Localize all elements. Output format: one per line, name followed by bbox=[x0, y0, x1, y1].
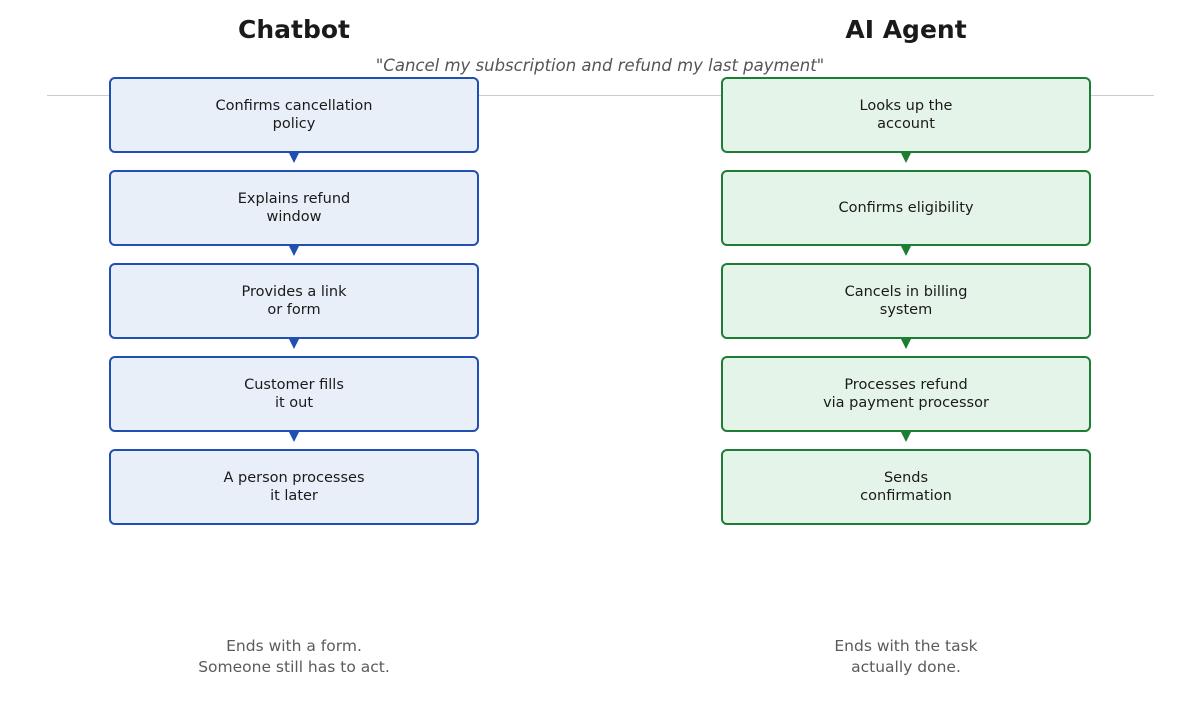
chatbot-step: Explains refund window bbox=[109, 170, 479, 246]
chatbot-title: Chatbot bbox=[238, 15, 350, 44]
down-arrow-icon bbox=[901, 153, 911, 163]
chatbot-step: A person processes it later bbox=[109, 449, 479, 525]
chatbot-outcome: Ends with a form. Someone still has to a… bbox=[198, 637, 390, 676]
agent-step: Processes refund via payment processor bbox=[721, 356, 1091, 432]
divider-line bbox=[47, 95, 1154, 96]
down-arrow-icon bbox=[901, 246, 911, 256]
user-request-prompt: "Cancel my subscription and refund my la… bbox=[375, 56, 825, 75]
down-arrow-icon bbox=[901, 339, 911, 349]
chatbot-step: Provides a link or form bbox=[109, 263, 479, 339]
agent-step: Sends confirmation bbox=[721, 449, 1091, 525]
down-arrow-icon bbox=[289, 153, 299, 163]
down-arrow-icon bbox=[901, 432, 911, 442]
chatbot-step: Customer fills it out bbox=[109, 356, 479, 432]
down-arrow-icon bbox=[289, 246, 299, 256]
ai-agent-outcome: Ends with the task actually done. bbox=[834, 637, 978, 676]
agent-step: Confirms eligibility bbox=[721, 170, 1091, 246]
agent-step: Cancels in billing system bbox=[721, 263, 1091, 339]
down-arrow-icon bbox=[289, 432, 299, 442]
ai-agent-title: AI Agent bbox=[845, 15, 967, 44]
chatbot-step: Confirms cancellation policy bbox=[109, 77, 479, 153]
down-arrow-icon bbox=[289, 339, 299, 349]
agent-step: Looks up the account bbox=[721, 77, 1091, 153]
